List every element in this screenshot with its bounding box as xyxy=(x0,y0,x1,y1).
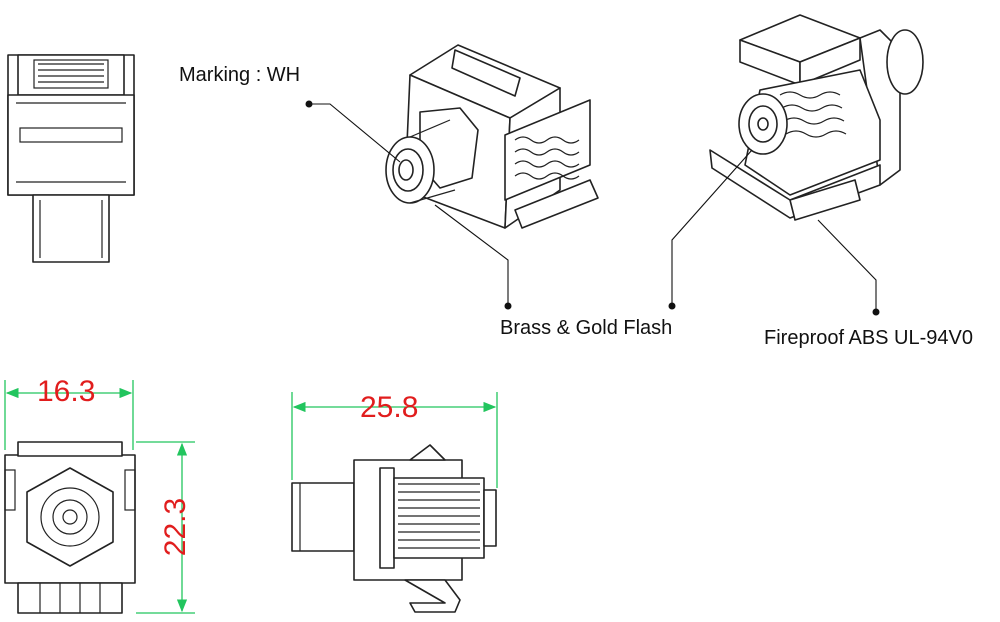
marking-label: Marking : WH xyxy=(179,64,301,86)
dimension-lines xyxy=(4,380,498,614)
front-view xyxy=(4,441,136,614)
height-dimension: 22.3 xyxy=(159,497,193,557)
leader-lines xyxy=(305,100,880,316)
isometric-view-front xyxy=(385,44,599,229)
housing-material-label: Fireproof ABS UL-94V0 xyxy=(764,327,973,349)
rear-view xyxy=(7,54,135,263)
side-view xyxy=(291,444,497,613)
contact-material-label: Brass & Gold Flash xyxy=(500,317,673,339)
length-dimension: 25.8 xyxy=(360,391,419,424)
width-dimension: 16.3 xyxy=(37,375,96,408)
isometric-view-rear xyxy=(709,14,924,221)
